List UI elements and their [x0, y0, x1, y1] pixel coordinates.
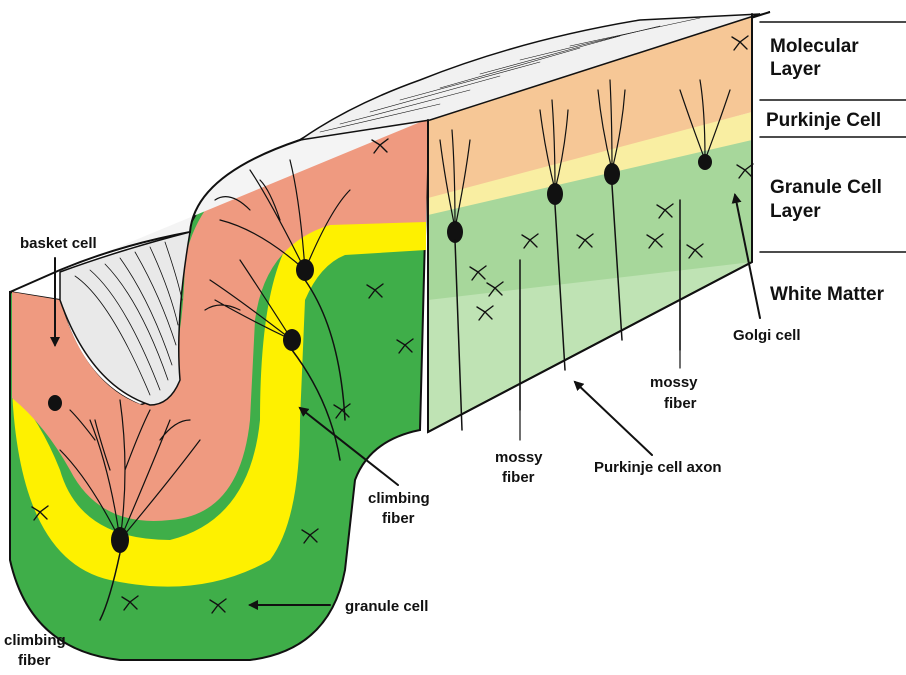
white-matter-label: White Matter — [770, 284, 885, 305]
mossy-fiber-label-2: fiber — [502, 469, 535, 486]
climbing-fiber-bottom-label-2: fiber — [18, 652, 51, 669]
purkinje-soma — [547, 183, 563, 205]
granule-cell-label: granule cell — [345, 598, 428, 615]
molecular-layer-label-1: Molecular — [770, 36, 859, 57]
climbing-fiber-label-2: fiber — [382, 510, 415, 527]
purkinje-layer-label: Purkinje Cell — [766, 110, 881, 131]
climbing-fiber-bottom-label-1: climbing — [4, 632, 66, 649]
purkinje-soma — [296, 259, 314, 281]
basket-cell-label: basket cell — [20, 235, 97, 252]
purkinje-axon-label: Purkinje cell axon — [594, 459, 722, 476]
granule-layer-label-2: Layer — [770, 201, 821, 222]
purkinje-axon-arrow — [575, 382, 652, 455]
mossy-fiber-right-label-2: fiber — [664, 395, 697, 412]
golgi-soma — [698, 154, 712, 170]
golgi-cell-label: Golgi cell — [733, 327, 801, 344]
granule-layer-label-1: Granule Cell — [770, 177, 882, 198]
purkinje-soma — [111, 527, 129, 553]
molecular-layer-label-2: Layer — [770, 59, 821, 80]
mossy-fiber-right-label-1: mossy — [650, 374, 698, 391]
purkinje-soma — [604, 163, 620, 185]
mossy-fiber-label-1: mossy — [495, 449, 543, 466]
basket-soma — [48, 395, 62, 411]
purkinje-soma — [283, 329, 301, 351]
climbing-fiber-label-1: climbing — [368, 490, 430, 507]
